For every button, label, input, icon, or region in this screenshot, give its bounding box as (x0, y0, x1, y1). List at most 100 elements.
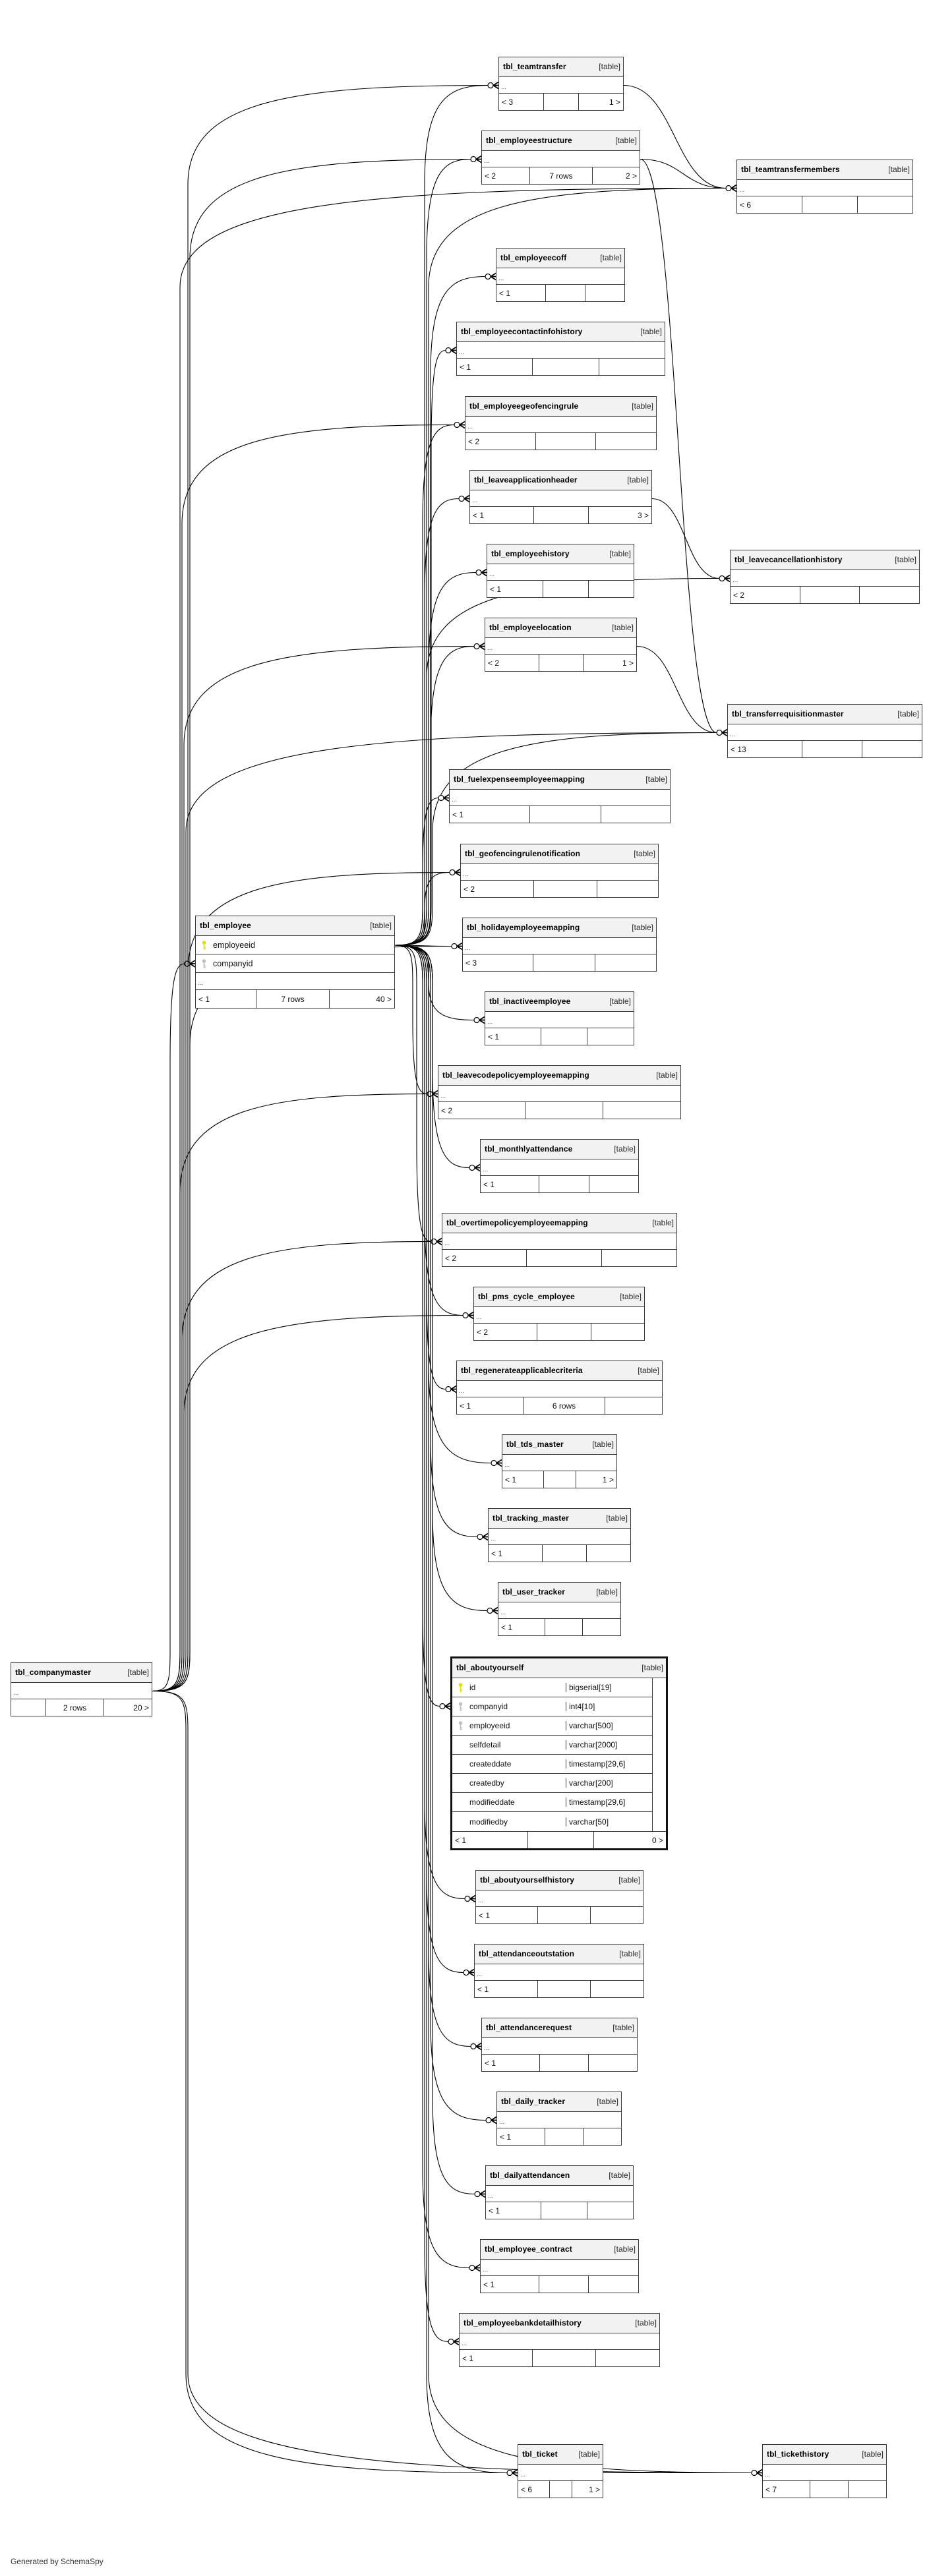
table-tbl-daily-tracker[interactable]: tbl_daily_tracker[table] ... < 1 (496, 2092, 622, 2146)
parent-count[interactable]: < 2 (461, 881, 534, 897)
parent-count[interactable]: < 1 (498, 1619, 545, 1635)
parent-count[interactable]: < 1 (460, 2350, 533, 2366)
table-name[interactable]: tbl_inactiveemployee (489, 996, 571, 1006)
table-name[interactable]: tbl_geofencingrulenotification (465, 848, 581, 858)
parent-count[interactable]: < 1 (470, 507, 534, 523)
column-row-employeeid[interactable]: employeeid varchar[500] (452, 1716, 653, 1736)
table-tbl-attendanceoutstation[interactable]: tbl_attendanceoutstation[table] ... < 1 (474, 1944, 644, 1998)
parent-count[interactable]: < 3 (499, 94, 544, 110)
child-count[interactable] (589, 2055, 637, 2071)
table-tbl-regenerateapplicablecriteria[interactable]: tbl_regenerateapplicablecriteria[table] … (456, 1361, 663, 1415)
parent-count[interactable]: < 2 (731, 587, 800, 603)
parent-count[interactable]: < 3 (463, 954, 533, 971)
table-name[interactable]: tbl_leavecancellationhistory (734, 554, 843, 564)
table-tbl-user-tracker[interactable]: tbl_user_tracker[table] ... < 1 (498, 1582, 621, 1636)
table-tbl-employee[interactable]: tbl_employee[table] employeeid companyid… (195, 916, 395, 1009)
table-tbl-tracking-master[interactable]: tbl_tracking_master[table] ... < 1 (488, 1508, 631, 1562)
table-name[interactable]: tbl_tickethistory (767, 2449, 829, 2459)
column-row-employeeid[interactable]: employeeid (196, 936, 394, 954)
child-count[interactable]: 1 > (602, 1475, 614, 1484)
child-count[interactable]: 1 > (609, 97, 620, 107)
child-count[interactable] (585, 285, 624, 301)
table-tbl-dailyattendancen[interactable]: tbl_dailyattendancen[table] ... < 1 (485, 2165, 634, 2219)
table-name[interactable]: tbl_companymaster (15, 1667, 92, 1677)
parent-count[interactable]: < 1 (457, 359, 533, 375)
table-tbl-overtimepolicyemployeemapping[interactable]: tbl_overtimepolicyemployeemapping[table]… (442, 1213, 677, 1267)
child-count[interactable] (587, 1028, 634, 1045)
table-name[interactable]: tbl_employeecontactinfohistory (461, 326, 583, 336)
table-name[interactable]: tbl_holidayemployeemapping (467, 922, 580, 932)
child-count[interactable]: 40 > (376, 994, 392, 1004)
child-count[interactable] (591, 1324, 644, 1340)
table-tbl-attendancerequest[interactable]: tbl_attendancerequest[table] ... < 1 (481, 2018, 638, 2072)
child-count[interactable] (849, 2481, 886, 2498)
table-name[interactable]: tbl_teamtransfermembers (741, 164, 840, 174)
table-tbl-transferrequisitionmaster[interactable]: tbl_transferrequisitionmaster[table] ...… (727, 704, 922, 758)
column-row-createdby[interactable]: createdby varchar[200] (452, 1774, 653, 1793)
table-name[interactable]: tbl_tracking_master (493, 1513, 569, 1523)
table-name[interactable]: tbl_transferrequisitionmaster (732, 709, 844, 718)
parent-count[interactable]: < 1 (476, 1907, 538, 1923)
table-name[interactable]: tbl_teamtransfer (503, 61, 566, 71)
parent-count[interactable]: < 2 (442, 1250, 527, 1266)
child-count[interactable] (858, 196, 912, 213)
table-name[interactable]: tbl_dailyattendancen (490, 2170, 570, 2180)
table-name[interactable]: tbl_daily_tracker (501, 2096, 566, 2106)
table-tbl-employeebankdetailhistory[interactable]: tbl_employeebankdetailhistory[table] ...… (459, 2313, 660, 2367)
table-tbl-aboutyourself[interactable]: tbl_aboutyourself[table] id bigserial[19… (450, 1656, 668, 1850)
child-count[interactable]: 1 > (622, 658, 634, 668)
child-count[interactable] (602, 1250, 676, 1266)
parent-count[interactable]: < 2 (465, 433, 536, 450)
table-tbl-monthlyattendance[interactable]: tbl_monthlyattendance[table] ... < 1 (480, 1139, 639, 1193)
child-count[interactable] (587, 1545, 630, 1562)
table-tbl-inactiveemployee[interactable]: tbl_inactiveemployee[table] ... < 1 (485, 991, 634, 1045)
parent-count[interactable]: < 1 (452, 1832, 528, 1848)
parent-count[interactable] (11, 1699, 46, 1716)
table-tbl-employeecontactinfohistory[interactable]: tbl_employeecontactinfohistory[table] ..… (456, 322, 665, 376)
parent-count[interactable]: < 2 (485, 655, 539, 671)
table-tbl-employeehistory[interactable]: tbl_employeehistory[table] ... < 1 (487, 544, 634, 598)
table-name[interactable]: tbl_aboutyourself (456, 1662, 524, 1672)
table-name[interactable]: tbl_employee (200, 920, 251, 930)
parent-count[interactable]: < 1 (485, 1028, 541, 1045)
table-tbl-geofencingrulenotification[interactable]: tbl_geofencingrulenotification[table] ..… (460, 844, 659, 898)
table-tbl-employee-contract[interactable]: tbl_employee_contract[table] ... < 1 (480, 2239, 639, 2293)
table-tbl-tickethistory[interactable]: tbl_tickethistory[table] ... < 7 (762, 2444, 887, 2498)
parent-count[interactable]: < 1 (196, 990, 256, 1008)
parent-count[interactable]: < 1 (475, 1981, 538, 1997)
table-name[interactable]: tbl_monthlyattendance (485, 1144, 573, 1154)
child-count[interactable] (605, 1397, 662, 1414)
column-row-modifieddate[interactable]: modifieddate timestamp[29,6] (452, 1793, 653, 1812)
table-name[interactable]: tbl_employee_contract (485, 2244, 572, 2254)
table-name[interactable]: tbl_employeestructure (486, 135, 572, 145)
parent-count[interactable]: < 2 (438, 1102, 525, 1119)
child-count[interactable]: 3 > (637, 510, 649, 520)
child-count[interactable] (603, 1102, 680, 1119)
child-count[interactable] (597, 881, 658, 897)
table-name[interactable]: tbl_overtimepolicyemployeemapping (446, 1217, 588, 1227)
parent-count[interactable]: < 7 (763, 2481, 810, 2498)
parent-count[interactable]: < 1 (457, 1397, 523, 1414)
child-count[interactable] (862, 741, 922, 757)
child-count[interactable] (587, 2202, 633, 2219)
child-count[interactable] (595, 954, 656, 971)
table-name[interactable]: tbl_leaveapplicationheader (474, 475, 578, 484)
parent-count[interactable]: < 1 (486, 2202, 541, 2219)
table-name[interactable]: tbl_employeelocation (489, 622, 572, 632)
parent-count[interactable]: < 1 (487, 581, 543, 597)
parent-count[interactable]: < 1 (481, 1176, 539, 1192)
table-name[interactable]: tbl_leavecodepolicyemployeemapping (442, 1070, 589, 1080)
table-tbl-pms-cycle-employee[interactable]: tbl_pms_cycle_employee[table] ... < 2 (473, 1287, 645, 1341)
child-count[interactable] (589, 2276, 638, 2293)
child-count[interactable]: 20 > (133, 1703, 149, 1712)
parent-count[interactable]: < 2 (474, 1324, 537, 1340)
child-count[interactable] (583, 2128, 621, 2145)
parent-count[interactable]: < 1 (450, 806, 530, 823)
table-name[interactable]: tbl_tds_master (506, 1439, 564, 1449)
table-name[interactable]: tbl_regenerateapplicablecriteria (461, 1365, 583, 1375)
table-tbl-employeegeofencingrule[interactable]: tbl_employeegeofencingrule[table] ... < … (465, 396, 657, 450)
